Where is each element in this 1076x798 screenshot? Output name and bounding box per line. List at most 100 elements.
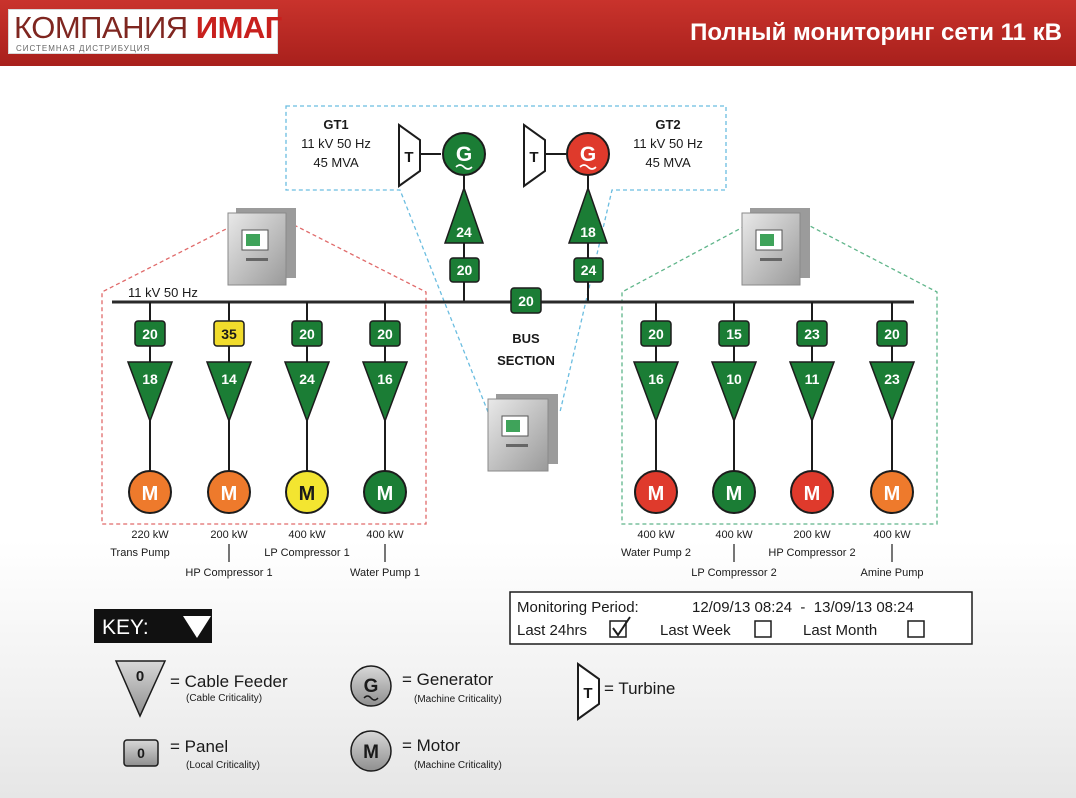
- motor-name: LP Compressor 2: [691, 567, 776, 579]
- gt1-power: 45 MVA: [313, 155, 359, 170]
- generator-key-icon: [350, 665, 392, 707]
- legend-panel: 0 = Panel (Local Criticality): [123, 737, 260, 771]
- svg-text:M: M: [221, 483, 238, 505]
- feeder-panel: 15: [718, 320, 750, 347]
- feeder-panel: 20: [640, 320, 672, 347]
- key-title: KEY:: [102, 616, 149, 639]
- gt2-power: 45 MVA: [645, 155, 691, 170]
- cable-feeder-key-sub: (Cable Criticality): [186, 693, 262, 704]
- turbine-key-icon: [577, 662, 600, 721]
- gt1-name: GT1: [323, 117, 348, 132]
- svg-text:M: M: [884, 483, 901, 505]
- bus-voltage-label: 11 kV 50 Hz: [128, 285, 198, 300]
- svg-text:20: 20: [457, 262, 473, 278]
- svg-text:M: M: [377, 483, 394, 505]
- motor-icon: M: [363, 470, 407, 514]
- feeder-panel: 20: [134, 320, 166, 347]
- gt1-turbine-icon: T: [398, 123, 421, 188]
- gt2-name: GT2: [655, 117, 680, 132]
- panel-key-sub: (Local Criticality): [186, 760, 260, 771]
- svg-text:16: 16: [377, 371, 393, 387]
- svg-text:M: M: [299, 483, 316, 505]
- header-bar: КОМПАНИЯ ИМАГ СИСТЕМНАЯ ДИСТРИБУЦИЯ Полн…: [0, 0, 1076, 66]
- motor-power: 200 kW: [793, 529, 831, 541]
- feeder-panel: 20: [369, 320, 401, 347]
- motor-name: Amine Pump: [861, 567, 924, 579]
- gt1-rating: 11 kV 50 Hz: [301, 136, 371, 151]
- legend-motor: M = Motor (Machine Criticality): [350, 730, 502, 772]
- motor-icon: M: [870, 470, 914, 514]
- gt2-panel: 24: [573, 257, 604, 283]
- svg-text:20: 20: [377, 326, 393, 342]
- svg-text:T: T: [529, 149, 538, 166]
- svg-text:18: 18: [142, 371, 158, 387]
- gt2-cable-feeder: 18: [567, 185, 609, 244]
- svg-text:11: 11: [805, 371, 820, 387]
- svg-text:10: 10: [726, 371, 742, 387]
- motor-power: 400 kW: [637, 529, 675, 541]
- monitoring-period-box: Monitoring Period: 12/09/13 08:24 - 13/0…: [509, 591, 973, 645]
- svg-text:14: 14: [221, 371, 237, 387]
- key-dropdown-icon: [183, 616, 211, 638]
- svg-text:24: 24: [299, 371, 315, 387]
- motor-icon: M: [712, 470, 756, 514]
- gt1-cable-feeder: 24: [443, 185, 485, 244]
- svg-text:G: G: [456, 143, 472, 166]
- svg-text:15: 15: [726, 326, 742, 342]
- motor-icon: M: [207, 470, 251, 514]
- feeder-cable: 14: [205, 361, 253, 424]
- bus-section-label-2: SECTION: [497, 353, 555, 368]
- feeder-cable: 18: [126, 361, 174, 424]
- motor-icon: M: [790, 470, 834, 514]
- company-logo: КОМПАНИЯ ИМАГ СИСТЕМНАЯ ДИСТРИБУЦИЯ: [8, 9, 282, 54]
- cable-feeder-key-icon: [114, 660, 167, 718]
- feeder-panel: 23: [796, 320, 828, 347]
- feeder-panel: 20: [876, 320, 908, 347]
- svg-text:24: 24: [581, 262, 597, 278]
- logo-subtitle: СИСТЕМНАЯ ДИСТРИБУЦИЯ: [16, 44, 151, 53]
- page-title: Полный мониторинг сети 11 кВ: [690, 19, 1062, 46]
- feeder-panel: 20: [291, 320, 323, 347]
- svg-text:M: M: [363, 742, 379, 763]
- feeder-cable: 24: [283, 361, 331, 424]
- motor-power: 400 kW: [715, 529, 753, 541]
- motor-icon: M: [285, 470, 329, 514]
- motor-name: Water Pump 1: [350, 567, 420, 579]
- motor-name: HP Compressor 1: [185, 567, 272, 579]
- monitor-cabinet-right: [741, 208, 810, 286]
- motor-power: 200 kW: [210, 529, 248, 541]
- option-last-week-checkbox[interactable]: [754, 620, 772, 638]
- gt2-generator-icon: G: [566, 132, 610, 176]
- panel-key-label: = Panel: [170, 737, 228, 756]
- monitor-cabinet-left: [227, 208, 296, 286]
- motor-power: 400 kW: [288, 529, 326, 541]
- gt2-turbine-icon: T: [523, 123, 546, 188]
- feeder-4: 20 16M 400 kW Water Pump 1: [350, 320, 420, 579]
- motor-key-sub: (Machine Criticality): [414, 760, 502, 771]
- option-last-month-checkbox[interactable]: [907, 620, 925, 638]
- svg-text:M: M: [648, 483, 665, 505]
- motor-key-label: = Motor: [402, 736, 460, 755]
- motor-power: 220 kW: [131, 529, 169, 541]
- svg-text:20: 20: [142, 326, 158, 342]
- legend-generator: G = Generator (Machine Criticality): [350, 665, 502, 707]
- motor-name: LP Compressor 1: [264, 547, 349, 559]
- motor-power: 400 kW: [873, 529, 911, 541]
- bus-section-label-1: BUS: [512, 331, 540, 346]
- option-last-24hrs-checkbox[interactable]: [609, 616, 631, 638]
- svg-text:G: G: [364, 676, 379, 697]
- motor-key-icon: [350, 730, 392, 772]
- gt1-panel: 20: [449, 257, 480, 283]
- option-last-week-label: Last Week: [660, 622, 731, 639]
- feeder-cable: 16: [361, 361, 409, 424]
- motor-name: Trans Pump: [110, 547, 170, 559]
- motor-power: 400 kW: [366, 529, 404, 541]
- key-toggle[interactable]: KEY:: [94, 609, 212, 643]
- feeder-6: 15 10M 400 kW LP Compressor 2: [691, 320, 777, 579]
- gt1-generator-icon: G: [442, 132, 486, 176]
